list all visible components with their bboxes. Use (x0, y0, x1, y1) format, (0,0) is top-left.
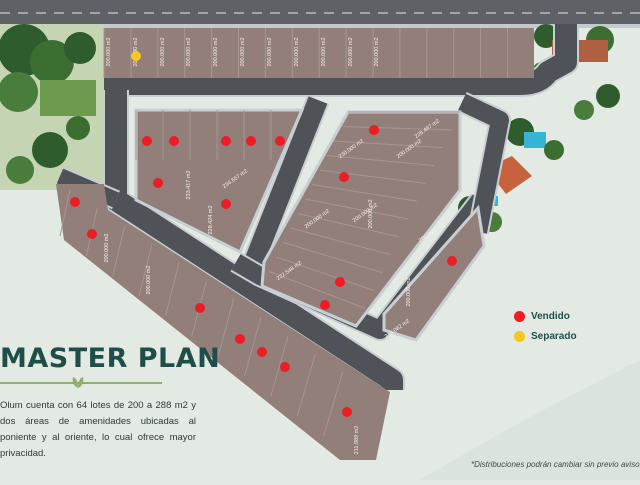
lot-marker-vendido (142, 136, 152, 146)
lot-marker-vendido (169, 136, 179, 146)
lot-area-label: 200.000 m2 (104, 233, 110, 262)
page-title: MASTER PLAN (0, 343, 221, 374)
lot-divider (217, 298, 235, 357)
lot-divider (297, 213, 400, 238)
lot-marker-vendido (87, 229, 97, 239)
lot-marker-vendido (369, 125, 379, 135)
lot-marker-vendido (70, 197, 80, 207)
lot-divider (138, 244, 153, 297)
legend-label: Separado (531, 331, 577, 342)
top-street (0, 0, 640, 26)
lot-area-label: 200.000 m2 (374, 37, 380, 66)
lot-divider (283, 242, 383, 273)
lot-area-label: 233.417 m2 (186, 170, 192, 199)
lot-divider (323, 371, 344, 437)
lot-marker-vendido (235, 334, 245, 344)
lot-marker-vendido (335, 277, 345, 287)
lot-divider (304, 198, 409, 220)
lot-area-label: 200.000 m2 (348, 37, 354, 66)
lot-marker-vendido (221, 136, 231, 146)
lot-divider (270, 335, 289, 397)
block-triangle-west (134, 108, 305, 255)
lot-marker-vendido (339, 172, 349, 182)
lot-area-label: 200.000 m2 (213, 37, 219, 66)
lot-area-label: 200.000 m2 (240, 37, 246, 66)
lot-area-label: 200.000 m2 (368, 199, 374, 228)
lot-area-label: 200.000 m2 (160, 37, 166, 66)
green-area-west (0, 24, 104, 190)
lot-marker-vendido (275, 136, 285, 146)
lot-area-label: 211.989 m2 (354, 426, 360, 455)
lot-marker-vendido (246, 136, 256, 146)
lot-divider (333, 140, 443, 149)
lot-marker-vendido (447, 256, 457, 266)
legend-item-vendido: Vendido (514, 311, 577, 322)
legend-label: Vendido (531, 311, 570, 322)
leaf-icon (72, 377, 84, 388)
lot-marker-vendido (257, 347, 267, 357)
lot-divider (268, 271, 365, 309)
lot-area-label: 200.000 m2 (406, 277, 412, 306)
lot-marker-separado (131, 51, 141, 61)
map-legend: Vendido Separado (514, 311, 577, 351)
lot-area-label: 228.424 m2 (208, 205, 214, 234)
lot-divider (276, 256, 374, 291)
lot-divider (326, 155, 435, 166)
lot-area-label: 200.000 m2 (321, 37, 327, 66)
lot-marker-vendido (195, 303, 205, 313)
status-markers (70, 51, 457, 417)
lot-area-label: 200.000 m2 (294, 37, 300, 66)
lot-divider (59, 189, 71, 237)
lot-divider (296, 353, 316, 417)
lot-divider (340, 126, 452, 131)
lot-divider (290, 227, 391, 256)
footnote: *Distribuciones podrán cambiar sin previ… (471, 460, 640, 469)
lawn-edge (420, 360, 640, 480)
project-description: Olum cuenta con 64 lotes de 200 a 288 m2… (0, 400, 196, 459)
lot-dividers (59, 28, 508, 437)
lot-marker-vendido (320, 300, 330, 310)
lot-divider (164, 262, 180, 317)
reserved-dot-icon (514, 331, 525, 342)
lot-marker-vendido (221, 199, 231, 209)
lot-area-label: 200.000 m2 (146, 265, 152, 294)
sold-dot-icon (514, 311, 525, 322)
lot-divider (244, 317, 262, 377)
lot-marker-vendido (342, 407, 352, 417)
lot-divider (112, 226, 126, 277)
block-south (56, 184, 390, 460)
lot-area-label: 200.000 m2 (186, 37, 192, 66)
lot-area-label: 200.000 m2 (267, 37, 273, 66)
lot-area-label: 200.000 m2 (106, 37, 112, 66)
block-east (382, 204, 486, 342)
lot-divider (312, 184, 417, 202)
lot-divider (319, 169, 426, 184)
legend-item-separado: Separado (514, 331, 577, 342)
lot-marker-vendido (153, 178, 163, 188)
lot-marker-vendido (280, 362, 290, 372)
